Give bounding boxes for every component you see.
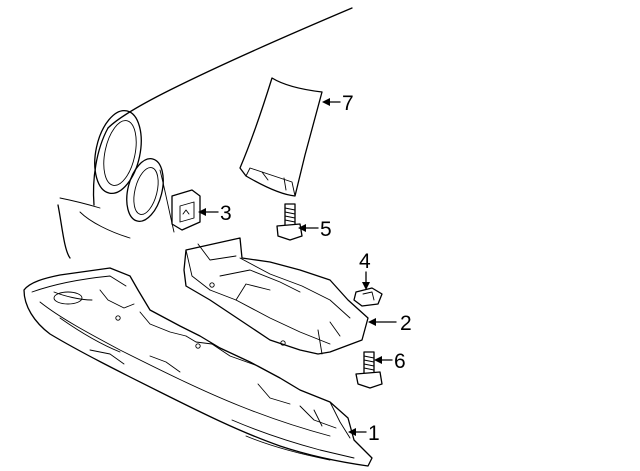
callout-7: 7: [342, 92, 354, 115]
part-6-bolt-lower: [355, 351, 383, 389]
part-7-air-deflector: [239, 77, 323, 197]
leader-arrows: [198, 98, 397, 436]
part-4-nut-clip: [353, 287, 383, 307]
callout-3: 3: [220, 202, 232, 225]
part-1-lower-deflector: [23, 267, 373, 467]
part-3-retainer-clip: [171, 189, 201, 231]
vehicle-body-outline: [57, 7, 353, 259]
callout-6: 6: [394, 350, 406, 373]
headlamp-lower: [126, 158, 164, 222]
callout-5: 5: [320, 218, 332, 241]
callout-labels: 7 3 5 4 2 6 1: [220, 92, 412, 445]
part-5-bolt-upper: [276, 203, 303, 241]
callout-2: 2: [400, 312, 412, 335]
headlamp-upper: [94, 110, 142, 194]
callout-1: 1: [368, 422, 380, 445]
callout-4: 4: [359, 250, 371, 273]
part-2-splash-shield: [183, 237, 369, 355]
